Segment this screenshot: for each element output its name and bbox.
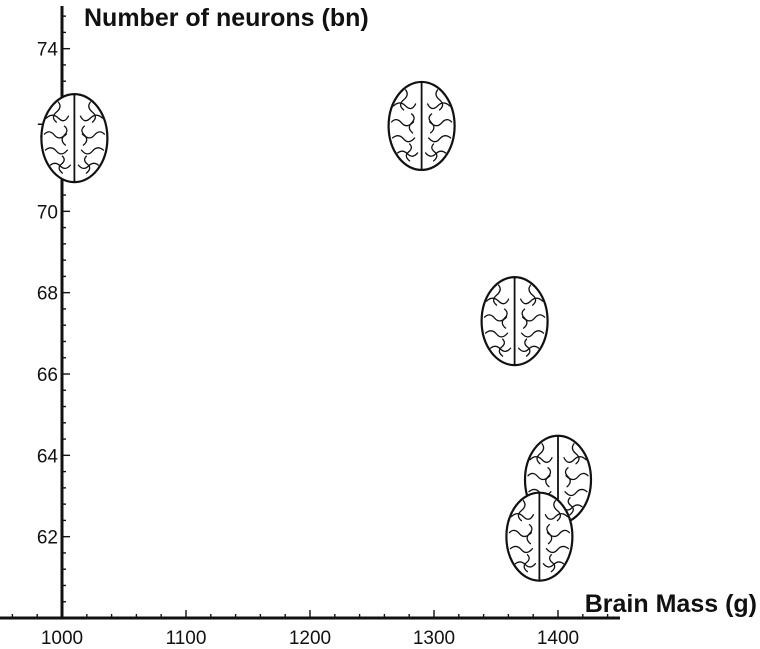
tick-labels: 1000110012001300140062646668707274 xyxy=(37,40,579,649)
brain-icon xyxy=(480,276,549,367)
y-tick-label: 66 xyxy=(37,365,58,386)
y-tick-label: 68 xyxy=(37,284,58,305)
y-tick-label: 70 xyxy=(37,202,58,223)
x-axis-title: Brain Mass (g) xyxy=(585,590,757,618)
x-tick-label: 1000 xyxy=(41,628,83,649)
x-tick-label: 1200 xyxy=(289,628,331,649)
x-tick-label: 1300 xyxy=(413,628,455,649)
data-points xyxy=(40,80,593,582)
brain-icon xyxy=(505,491,574,582)
brain-icon xyxy=(387,80,456,172)
major-ticks xyxy=(61,47,559,618)
y-axis-title: Number of neurons (bn) xyxy=(84,4,369,32)
x-tick-label: 1100 xyxy=(166,628,207,649)
y-tick-label: 62 xyxy=(37,528,58,549)
y-tick-label: 74 xyxy=(37,40,59,61)
brain-icon xyxy=(40,93,109,184)
y-tick-label: 64 xyxy=(37,446,59,467)
x-tick-label: 1400 xyxy=(537,628,579,649)
